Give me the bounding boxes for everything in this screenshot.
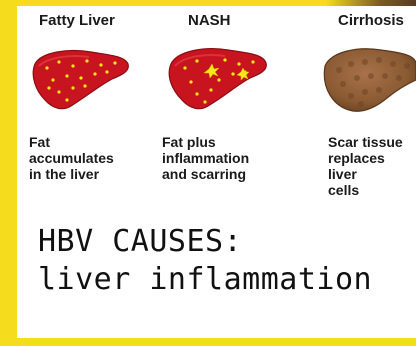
stage-desc-cirrhosis: Scar tissue replaces liver cells [328,134,416,198]
left-border [0,0,17,346]
stage-title-nash: NASH [188,12,231,29]
stage-title-cirrhosis: Cirrhosis [338,12,404,29]
stage-desc-nash: Fat plus inflammation and scarring [162,134,249,182]
stage-desc-fatty-liver: Fat accumulates in the liver [29,134,114,182]
fatty-liver-icon [29,44,131,114]
headline-line-2: liver inflammation [38,262,372,297]
inflamed-liver-icon [165,42,269,114]
content-panel: Fatty Liver Fat accumulates in the liver… [17,6,416,338]
headline-line-1: HBV CAUSES: [38,224,242,259]
cirrhotic-liver-icon [317,40,416,116]
bottom-border [17,338,416,346]
stage-title-fatty-liver: Fatty Liver [39,12,115,29]
